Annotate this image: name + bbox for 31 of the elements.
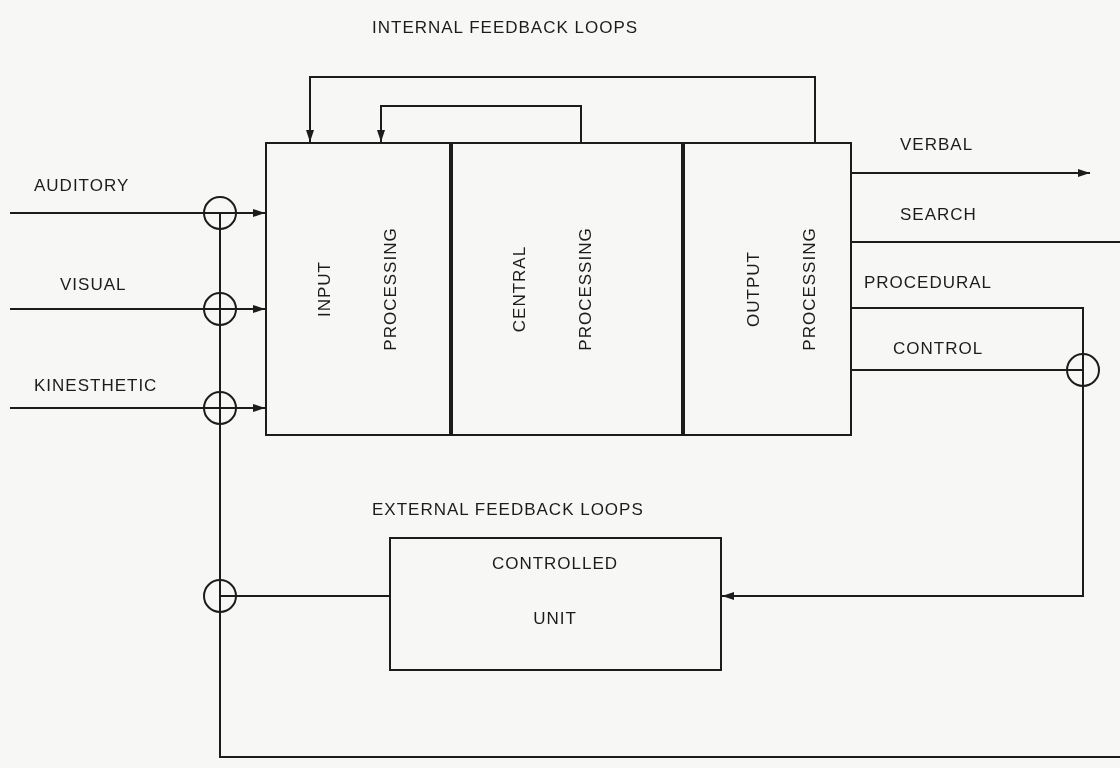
node-label: OUTPUT PROCESSING: [743, 226, 820, 353]
connector-line: [219, 228, 221, 294]
central-processing-box: [451, 142, 683, 436]
connector-line: [9, 407, 205, 409]
summing-junction: [203, 292, 237, 326]
controlled-unit-box: [389, 537, 722, 671]
arrow: [851, 169, 1091, 177]
summing-junction: [203, 579, 237, 613]
arrow: [721, 385, 1084, 600]
node-label: CENTRAL PROCESSING: [509, 226, 596, 353]
arrow: [306, 76, 816, 143]
output-processing-box: [683, 142, 852, 436]
summing-junction: [1066, 353, 1100, 387]
arrow: [235, 209, 266, 217]
connector-line: [219, 423, 221, 581]
node-label: CONTROLLED UNIT: [490, 553, 620, 630]
summing-junction: [203, 391, 237, 425]
connector-line: [219, 611, 1120, 758]
connector-line: [9, 308, 205, 310]
connector-line: [235, 595, 390, 597]
summing-junction: [203, 196, 237, 230]
arrow: [235, 305, 266, 313]
input-processing-box: [265, 142, 451, 436]
arrow: [235, 404, 266, 412]
connector-line: [219, 324, 221, 393]
connector-line: [851, 369, 1068, 371]
connector-line: [851, 241, 1120, 243]
arrow: [377, 105, 582, 143]
node-label: INPUT PROCESSING: [314, 226, 401, 353]
connector-line: [9, 212, 205, 214]
connector-line: [851, 307, 1084, 355]
